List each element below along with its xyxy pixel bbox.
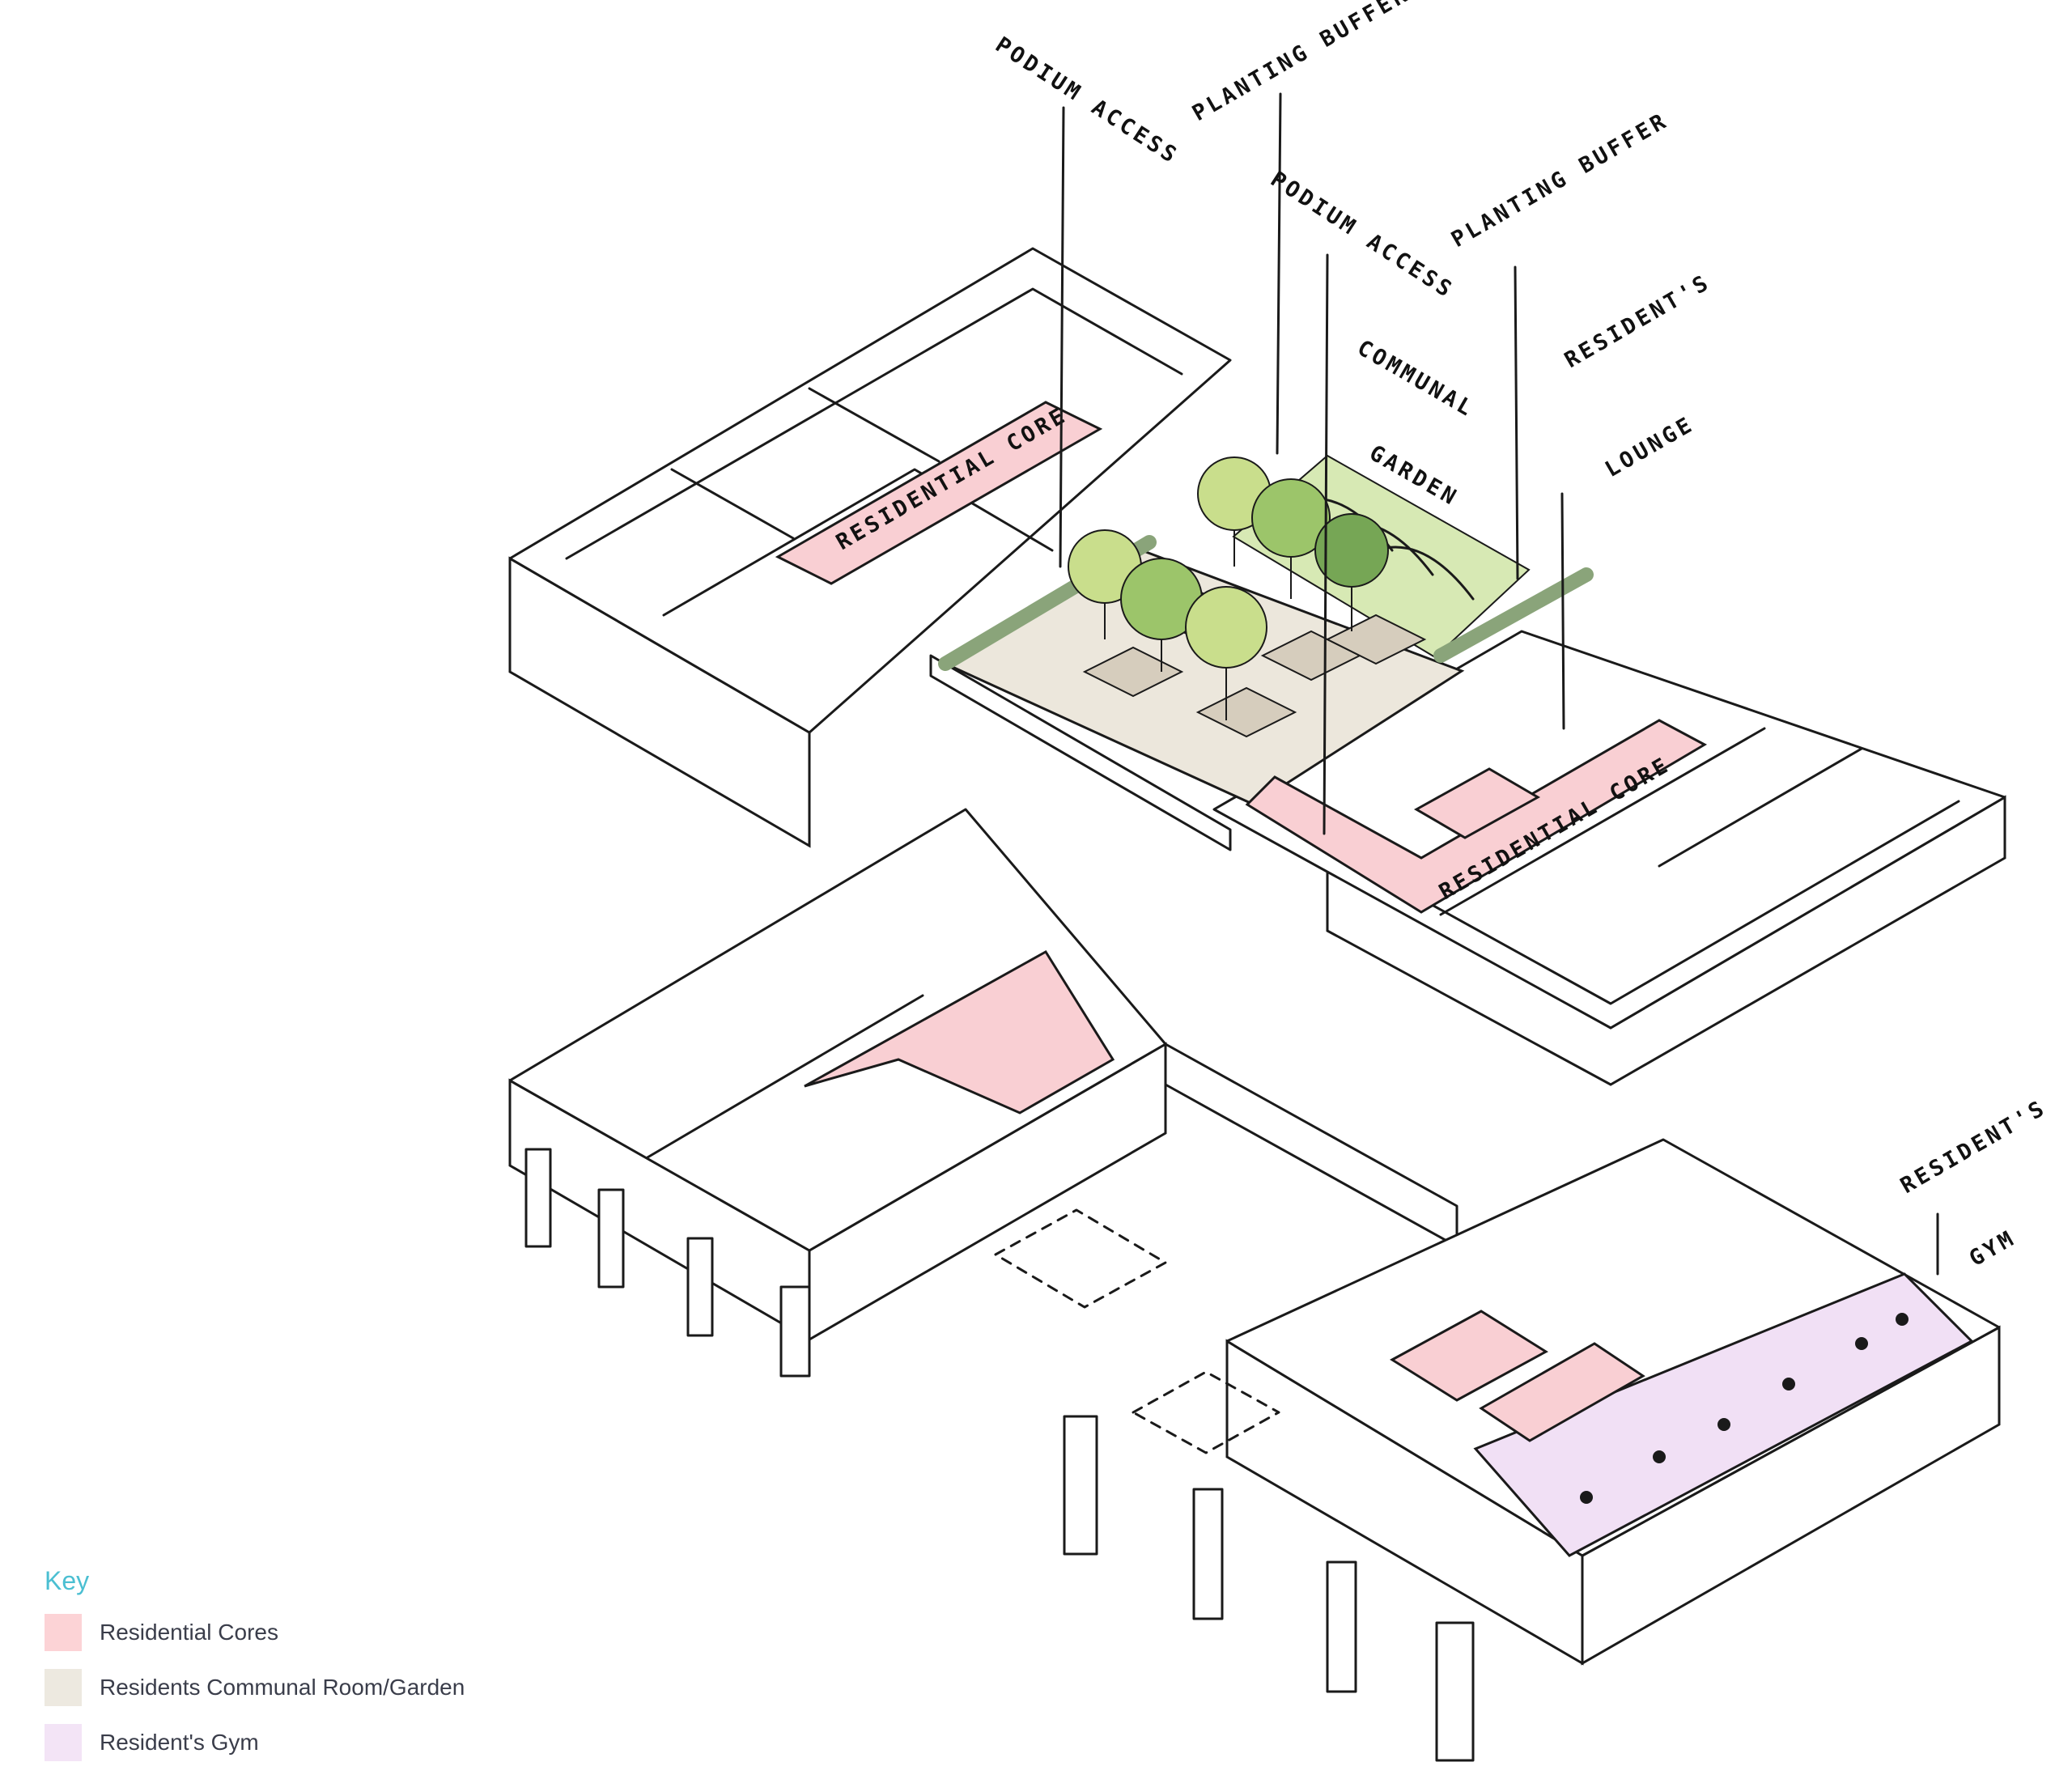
label-residents-lounge-1: RESIDENT'S <box>1560 270 1715 373</box>
pilotis-columns <box>1063 1415 1475 1762</box>
legend-label: Residential Cores <box>100 1620 278 1645</box>
label-residents-lounge-2: LOUNGE <box>1601 411 1699 482</box>
label-planting-buffer-2: PLANTING BUFFER <box>1447 108 1673 253</box>
upper-right-partition <box>1658 747 1863 868</box>
legend-title: Key <box>45 1566 90 1595</box>
lower-floor <box>1063 1138 2001 1762</box>
middle-partition <box>646 994 924 1159</box>
residential-core-upper-left <box>775 401 1103 585</box>
leader-line-residents-lounge <box>1560 492 1565 730</box>
residential-core-lower-lifts <box>1479 1342 1645 1442</box>
legend-label: Residents Communal Room/Garden <box>100 1675 465 1700</box>
lower-floor-top <box>1225 1138 2001 1557</box>
label-planting-buffer-1: PLANTING BUFFER <box>1188 0 1414 126</box>
legend-swatch-gym <box>45 1724 82 1761</box>
residential-core-middle <box>804 949 1115 1115</box>
dashed-footprint <box>994 1208 1167 1309</box>
upper-left-wall-line <box>565 287 1183 560</box>
leader-line-podium-access-1 <box>1059 106 1065 568</box>
upper-right-partition <box>1439 727 1766 916</box>
podium-deck-edge <box>929 654 1232 851</box>
legend-item-residents-gym: Resident's Gym <box>45 1724 465 1761</box>
middle-bridge <box>1164 1042 1458 1248</box>
tree-icon <box>1185 586 1267 669</box>
legend-label: Resident's Gym <box>100 1730 259 1755</box>
gym-equipment <box>1580 1313 1909 1504</box>
residential-core-lower <box>1390 1310 1548 1402</box>
leader-line-planting-buffer-2 <box>1514 265 1519 580</box>
garden-trees <box>1068 456 1389 720</box>
residential-core-upper-right <box>1245 719 1708 914</box>
residents-gym-area <box>1473 1272 1974 1557</box>
label-podium-access-1: PODIUM ACCESS <box>991 32 1183 169</box>
dashed-footprint-lower <box>1132 1370 1280 1454</box>
leader-line-planting-buffer-1 <box>1276 92 1282 455</box>
middle-floor <box>508 808 1458 1378</box>
label-residents-gym-1: RESIDENT'S <box>1896 1095 2051 1199</box>
legend-item-communal-room-garden: Residents Communal Room/Garden <box>45 1669 465 1706</box>
legend-swatch-residential-cores <box>45 1614 82 1651</box>
upper-left-wing-top <box>508 247 1232 734</box>
middle-columns <box>524 1148 811 1378</box>
label-communal-garden-1: COMMUNAL <box>1353 335 1480 422</box>
legend-swatch-communal <box>45 1669 82 1706</box>
tree-icon <box>1314 513 1389 588</box>
label-podium-access-2: PODIUM ACCESS <box>1266 167 1458 304</box>
upper-floor: RESIDENTIAL CORE RESIDENTIAL CORE <box>508 247 2006 1086</box>
stair-core <box>1413 767 1541 839</box>
legend-item-residential-cores: Residential Cores <box>45 1614 465 1651</box>
upper-left-partition <box>670 468 795 540</box>
upper-left-partition <box>662 468 1054 617</box>
label-residents-gym-2: GYM <box>1965 1225 2020 1272</box>
tree-icon <box>1251 478 1331 558</box>
leader-line-podium-access-2 <box>1323 253 1329 835</box>
upper-left-partition <box>808 387 940 463</box>
legend: Key Residential Cores Residents Communal… <box>45 1566 465 1779</box>
